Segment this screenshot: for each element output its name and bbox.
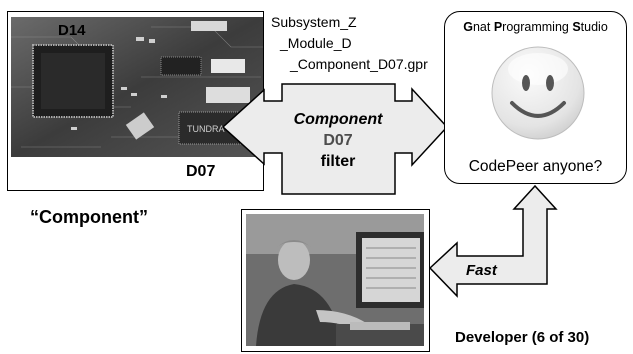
filter-line-d07: D07 xyxy=(323,132,353,149)
project-path-line-3: _Component_D07.gpr xyxy=(290,56,428,72)
project-path-line-2: _Module_D xyxy=(280,35,352,51)
filter-line-filter: filter xyxy=(320,153,356,170)
gps-title-rest-3: tudio xyxy=(580,20,608,34)
smiley-face-icon xyxy=(491,46,585,140)
component-filter-label: Component D07 filter xyxy=(282,109,394,172)
developer-photo-frame xyxy=(241,209,430,352)
gps-title-rest-2: rogramming xyxy=(502,20,573,34)
circuit-board-frame: TUNDRA xyxy=(7,11,264,191)
gps-title-rest-1: nat xyxy=(472,20,494,34)
gps-title-initial-g: G xyxy=(463,20,473,34)
filter-line-component: Component xyxy=(293,111,383,128)
fast-arrow xyxy=(428,184,558,298)
developer-caption: Developer (6 of 30) xyxy=(455,329,590,346)
board-label-d14: D14 xyxy=(58,22,86,39)
gps-title: Gnat Programming Studio xyxy=(444,20,627,34)
circuit-board-image: TUNDRA xyxy=(11,17,263,157)
board-label-d07: D07 xyxy=(186,163,216,180)
component-caption: “Component” xyxy=(30,207,148,227)
gps-title-initial-s: S xyxy=(572,20,581,34)
project-path-line-1: Subsystem_Z xyxy=(271,14,357,30)
developer-image xyxy=(246,214,424,346)
codepeer-question: CodePeer anyone? xyxy=(468,158,603,175)
fast-arrow-label: Fast xyxy=(466,262,497,279)
gps-title-initial-p: P xyxy=(493,20,503,34)
svg-text:TUNDRA: TUNDRA xyxy=(187,124,225,134)
